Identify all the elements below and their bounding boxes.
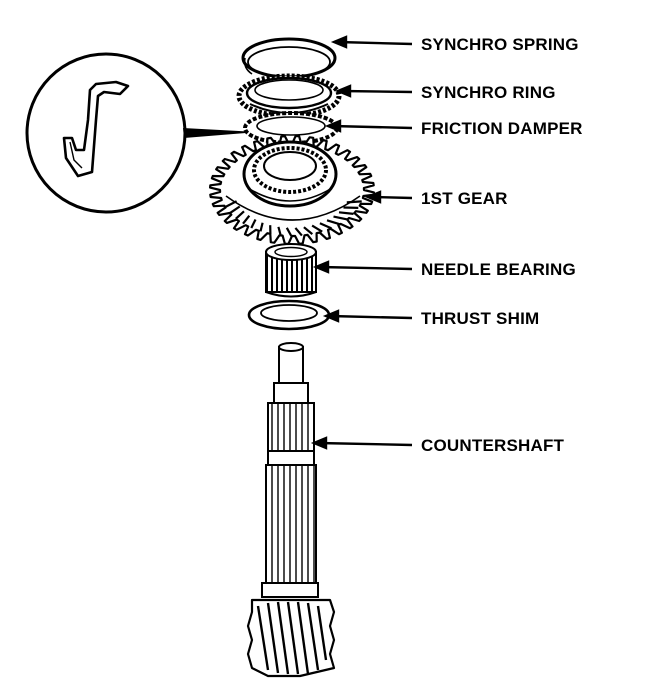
gear-tooth-mark [346,200,362,204]
gear-tooth-mark [229,205,241,215]
thrust-shim-label: THRUST SHIM [421,309,540,328]
gear-tooth-mark [259,222,264,232]
synchro-spring-part [241,37,337,79]
gear-tooth-mark [311,224,323,233]
friction-damper-label: FRICTION DAMPER [421,119,583,138]
gear-tooth-mark [242,215,251,225]
gear-tooth-mark [294,227,303,237]
gear-tooth-mark [303,226,313,235]
first-gear-label: 1ST GEAR [421,189,508,208]
needle-bearing-part [265,243,317,298]
detail-connector [183,128,258,138]
friction-damper-part [243,111,339,145]
gear-tooth-mark [338,211,354,215]
detail-inset [25,52,258,214]
damper-profile-shape [62,80,130,178]
countershaft-part [246,342,336,678]
gear-tooth-mark [224,200,238,209]
synchro-ring-label: SYNCHRO RING [421,83,556,102]
leader-arrows [310,35,413,450]
gear-tooth-mark [319,222,332,230]
thrust-shim-part [247,299,331,331]
countershaft-label: COUNTERSHAFT [421,436,565,455]
gear-tooth-mark [277,226,282,236]
gear-tooth-mark [333,215,348,221]
gear-tooth-mark [250,219,257,229]
gear-tooth-mark [235,210,245,220]
gear-tooth-mark [285,227,293,237]
needle-bearing-label: NEEDLE BEARING [421,260,576,279]
synchro-ring-part [236,73,342,119]
synchro-spring-label: SYNCHRO SPRING [421,35,579,54]
gear-tooth-mark [326,219,341,226]
first-gear-part [209,135,375,245]
